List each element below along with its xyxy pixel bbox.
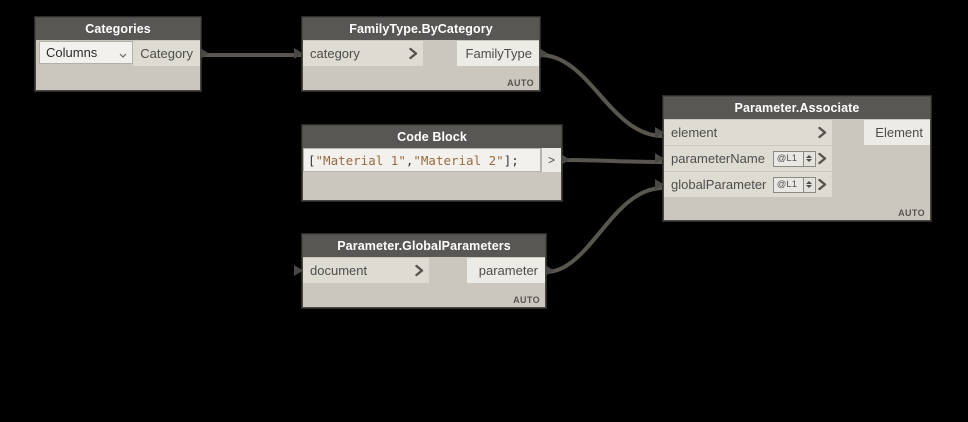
port-out-codeblock-marker: > (547, 153, 555, 167)
lacing-stepper-globalparameter[interactable] (803, 177, 814, 192)
categories-dropdown-value: Columns (46, 45, 98, 60)
wire-codeblock-to-parametername (561, 158, 665, 164)
port-out-codeblock[interactable]: > (541, 148, 570, 172)
port-in-element[interactable]: element (655, 120, 832, 145)
node-title-parameter-globalparameters: Parameter.GlobalParameters (303, 235, 545, 257)
node-categories[interactable]: Categories Columns Category (35, 17, 209, 91)
port-out-parameter-label: parameter (478, 263, 538, 278)
node-parameter-globalparameters[interactable]: Parameter.GlobalParameters document para… (294, 234, 554, 308)
node-code-block[interactable]: Code Block ["Material 1","Material 2"]; … (302, 125, 570, 201)
port-connector-in-parametername[interactable] (655, 153, 664, 164)
port-in-globalparameter[interactable]: globalParameter @L1 (655, 172, 832, 197)
code-token-4: ]; (503, 152, 519, 168)
code-token-1: "Material 1" (315, 152, 406, 168)
stepper-up-icon[interactable] (806, 181, 812, 184)
port-spacer (423, 41, 457, 66)
port-out-category[interactable]: Category (133, 41, 209, 66)
node-title-familytype-bycategory: FamilyType.ByCategory (303, 18, 539, 40)
port-connector-in-category[interactable] (294, 48, 303, 59)
port-in-parametername-label: parameterName (671, 151, 765, 166)
code-token-0: [ (308, 152, 316, 168)
port-connector-out-familytype[interactable] (539, 48, 548, 59)
node-title-parameter-associate: Parameter.Associate (664, 97, 930, 119)
stepper-down-icon[interactable] (806, 185, 812, 188)
port-spacer (429, 258, 467, 283)
port-in-globalparameter-label: globalParameter (671, 177, 767, 192)
chevron-right-icon (818, 126, 827, 139)
port-in-document-label: document (310, 263, 368, 278)
stepper-up-icon[interactable] (806, 155, 812, 158)
port-connector-out-codeblock[interactable] (561, 154, 570, 165)
port-out-element-label: Element (875, 125, 923, 140)
node-title-code-block: Code Block (303, 126, 561, 148)
chevron-right-icon (415, 264, 424, 277)
chevron-right-icon (818, 178, 827, 191)
chevron-right-icon (818, 152, 827, 165)
port-in-element-label: element (671, 125, 718, 140)
port-in-document[interactable]: document (294, 258, 429, 283)
port-out-element[interactable]: Element (864, 120, 930, 145)
port-out-familytype[interactable]: FamilyType (457, 41, 548, 66)
lacing-level-parametername[interactable]: @L1 (772, 150, 816, 167)
node-parameter-associate[interactable]: Parameter.Associate element Element (655, 96, 931, 221)
port-out-parameter[interactable]: parameter (467, 258, 554, 283)
wire-familytype-to-element (538, 53, 665, 138)
port-connector-in-element[interactable] (655, 127, 664, 138)
port-in-parametername[interactable]: parameterName @L1 (655, 146, 832, 171)
lacing-auto-label-associate: AUTO (898, 208, 925, 218)
chevron-right-icon (409, 47, 418, 60)
port-connector-in-document[interactable] (294, 265, 303, 276)
port-in-category[interactable]: category (294, 41, 423, 66)
port-spacer (832, 120, 864, 145)
port-connector-in-globalparameter[interactable] (655, 179, 664, 190)
lacing-level-parametername-value: @L1 (776, 152, 797, 164)
lacing-stepper-parametername[interactable] (803, 151, 814, 166)
stepper-down-icon[interactable] (806, 159, 812, 162)
lacing-auto-label-globalparameters: AUTO (513, 295, 540, 305)
node-familytype-bycategory[interactable]: FamilyType.ByCategory category FamilyTyp… (294, 17, 548, 91)
categories-dropdown[interactable]: Columns (39, 41, 134, 64)
code-token-2: , (405, 152, 414, 168)
port-out-familytype-label: FamilyType (465, 46, 532, 61)
code-token-3: "Material 2" (413, 152, 504, 168)
node-title-categories: Categories (36, 18, 200, 40)
port-in-category-label: category (310, 46, 360, 61)
lacing-auto-label-familytype: AUTO (507, 78, 534, 88)
port-out-category-label: Category (140, 46, 193, 61)
port-connector-out-parameter[interactable] (545, 265, 554, 276)
code-block-editor[interactable]: ["Material 1","Material 2"]; (303, 148, 541, 172)
lacing-level-globalparameter[interactable]: @L1 (772, 176, 816, 193)
chevron-down-icon (118, 48, 128, 58)
port-connector-out-category[interactable] (200, 48, 209, 59)
wire-globalparameters-to-globalparameter (544, 186, 665, 274)
lacing-level-globalparameter-value: @L1 (776, 178, 797, 190)
